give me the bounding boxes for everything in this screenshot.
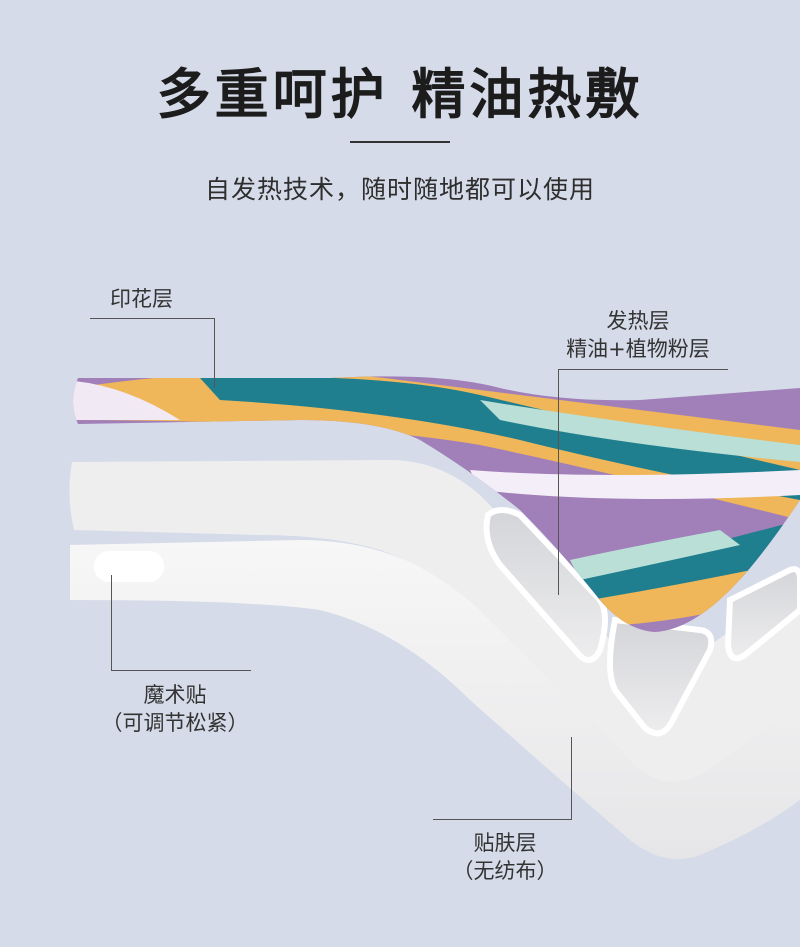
velcro-label-line2: （可调节松紧） bbox=[101, 711, 249, 735]
skin-layer-label: 贴肤层 （无纺布） bbox=[425, 829, 585, 885]
velcro-label: 魔术贴 （可调节松紧） bbox=[95, 681, 255, 737]
heat-layer-label-line2: 精油+植物粉层 bbox=[566, 337, 710, 361]
print-layer-label: 印花层 bbox=[110, 287, 173, 311]
velcro-tab bbox=[94, 551, 164, 582]
skin-layer-leader-v bbox=[571, 737, 572, 820]
skin-layer bbox=[70, 540, 800, 860]
heat-layer-label: 发热层 精油+植物粉层 bbox=[548, 307, 728, 363]
skin-layer-leader-h bbox=[433, 819, 572, 820]
velcro-leader-h bbox=[111, 670, 251, 671]
page-subtitle: 自发热技术，随时随地都可以使用 bbox=[204, 175, 595, 204]
print-layer-leader-h bbox=[90, 318, 215, 319]
heat-layer-leader-v bbox=[558, 369, 559, 595]
velcro-leader-v bbox=[111, 575, 112, 671]
page-title: 多重呵护 精油热敷 bbox=[156, 63, 644, 126]
skin-layer-label-line1: 贴肤层 bbox=[473, 831, 537, 855]
print-layer-leader-v bbox=[214, 318, 215, 388]
skin-layer-label-line2: （无纺布） bbox=[452, 859, 558, 883]
heat-layer-leader-h bbox=[558, 369, 728, 370]
title-divider bbox=[350, 141, 450, 143]
velcro-label-line1: 魔术贴 bbox=[143, 683, 207, 707]
heat-layer-label-line1: 发热层 bbox=[606, 309, 670, 333]
heat-felt-layer bbox=[69, 460, 800, 782]
